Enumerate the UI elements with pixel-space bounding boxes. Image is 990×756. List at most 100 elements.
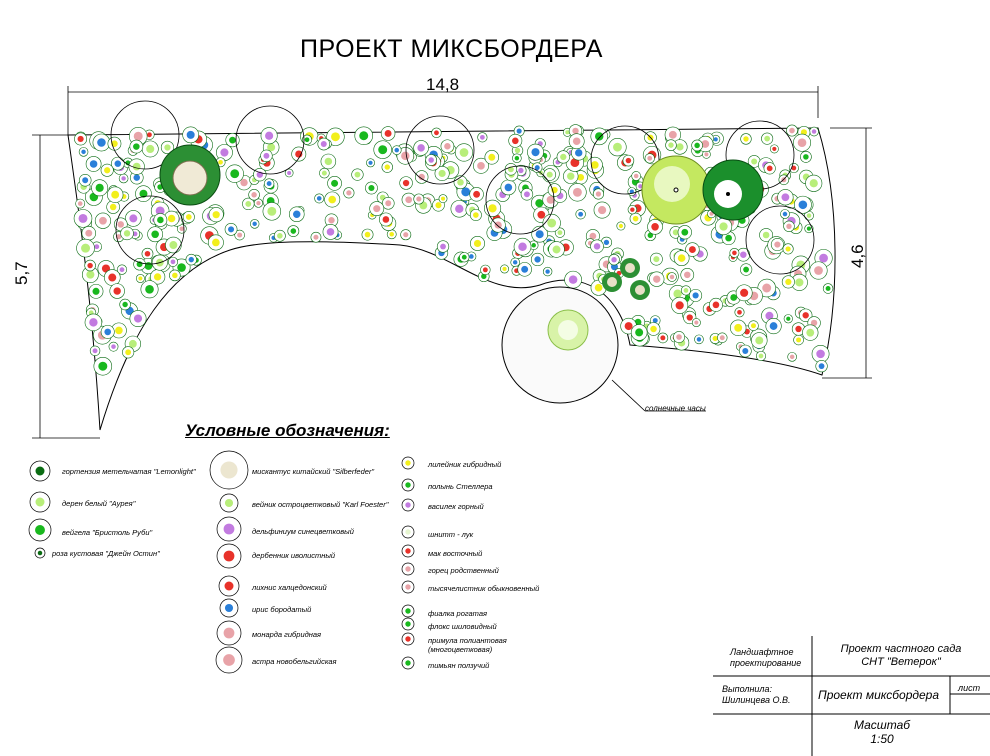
plant-mark	[512, 153, 522, 163]
plant-mark	[382, 197, 395, 210]
legend-title: Условные обозначения:	[185, 421, 390, 440]
legend-item: полынь Стеллера	[428, 482, 493, 491]
right-height-dimension: 4,6	[848, 244, 867, 268]
org-name: Ландшафтное проектирование	[730, 647, 801, 669]
grass-circle	[235, 105, 305, 175]
rose-cluster	[602, 258, 650, 300]
legend-item: вейгела "Бристоль Руби"	[62, 528, 153, 537]
plant-mark	[769, 144, 779, 154]
plant-mark	[586, 156, 603, 173]
sheet-label: лист	[958, 683, 981, 693]
legend-item: горец родственный	[428, 566, 499, 575]
plant-mark	[622, 154, 635, 167]
plant-mark	[711, 134, 721, 144]
plant-mark	[453, 175, 468, 190]
plant-mark	[431, 127, 442, 138]
sundial	[501, 286, 619, 404]
plant-mark	[399, 176, 413, 190]
plant-mark	[739, 263, 753, 276]
poppy-symbol	[401, 544, 415, 558]
project-line2: СНТ "Ветерок"	[861, 656, 941, 668]
plant-mark	[667, 272, 677, 282]
plant-mark	[608, 254, 620, 266]
plant-mark	[322, 223, 339, 240]
plant-mark	[515, 164, 527, 177]
plant-mark	[207, 234, 224, 251]
plant-mark	[75, 198, 86, 209]
plant-mark	[630, 324, 648, 341]
plant-mark	[680, 268, 695, 282]
miscanthus-symbol	[209, 450, 249, 490]
plant-mark	[694, 334, 704, 345]
plant-mark	[85, 156, 102, 172]
grass-circle	[405, 115, 475, 185]
plant-mark	[527, 143, 544, 161]
plant-mark	[736, 341, 746, 352]
plant-mark	[378, 212, 393, 227]
plant-mark	[425, 154, 437, 166]
plant-mark	[91, 179, 109, 197]
plant-mark	[288, 206, 305, 222]
plant-mark	[263, 178, 275, 189]
plant-mark	[644, 153, 655, 164]
plant-mark	[391, 145, 402, 155]
grass-circle	[745, 205, 815, 275]
monarda-symbol	[216, 620, 242, 646]
plant-mark	[593, 201, 611, 219]
scale: Масштаб 1:50	[812, 718, 952, 746]
plant-mark	[665, 139, 677, 151]
plant-mark	[107, 186, 124, 203]
plant-mark	[490, 217, 506, 233]
plant-mark	[242, 197, 255, 211]
plant-mark	[469, 187, 484, 202]
plant-mark	[182, 126, 199, 144]
plant-mark	[81, 226, 97, 241]
plant-mark	[793, 195, 812, 214]
plant-mark	[88, 283, 104, 299]
plant-mark	[106, 200, 120, 214]
legend-item: дерен белый "Аурея"	[62, 499, 136, 508]
violet-symbol	[401, 604, 415, 618]
plant-mark	[73, 209, 93, 228]
plant-mark	[366, 158, 375, 168]
plant-mark	[326, 127, 345, 146]
plant-mark	[664, 126, 682, 143]
plant-mark	[160, 140, 175, 155]
plant-mark	[400, 229, 412, 241]
project-name: Проект частного сада СНТ "Ветерок"	[812, 643, 990, 669]
plant-symbols	[73, 100, 834, 376]
plant-mark	[568, 183, 587, 202]
rose-symbol	[34, 547, 46, 559]
plant-mark	[133, 258, 146, 271]
plant-mark	[129, 310, 147, 328]
plant-mark	[319, 167, 330, 179]
plant-mark	[301, 134, 313, 145]
plant-mark	[782, 243, 794, 255]
plant-mark	[763, 162, 776, 175]
legend-item: роза кустовая "Джейн Остин"	[52, 549, 160, 558]
plant-mark	[717, 332, 728, 343]
left-height-dimension: 5,7	[12, 261, 31, 285]
page-title: ПРОЕКТ МИКСБОРДЕРА	[300, 35, 603, 63]
plant-mark	[735, 284, 753, 302]
author-line2: Шилинцева О.В.	[722, 695, 791, 705]
plant-mark	[273, 229, 286, 242]
plant-mark	[150, 269, 166, 285]
plant-mark	[118, 173, 129, 184]
plant-mark	[590, 127, 608, 146]
plant-mark	[590, 239, 604, 254]
scale-label: Масштаб	[853, 718, 911, 732]
plant-mark	[508, 133, 523, 148]
plant-mark	[802, 324, 819, 341]
plant-mark	[324, 191, 341, 208]
loosestrife-symbol	[216, 543, 242, 569]
plant-mark	[89, 345, 101, 357]
plant-mark	[709, 297, 723, 312]
plant-mark	[413, 193, 425, 205]
plant-mark	[120, 226, 134, 241]
plant-mark	[513, 237, 532, 256]
sheet-title: Проект миксбордера	[818, 688, 940, 702]
plant-mark	[800, 151, 812, 163]
plant-mark	[783, 220, 795, 232]
plant-mark	[811, 344, 830, 363]
